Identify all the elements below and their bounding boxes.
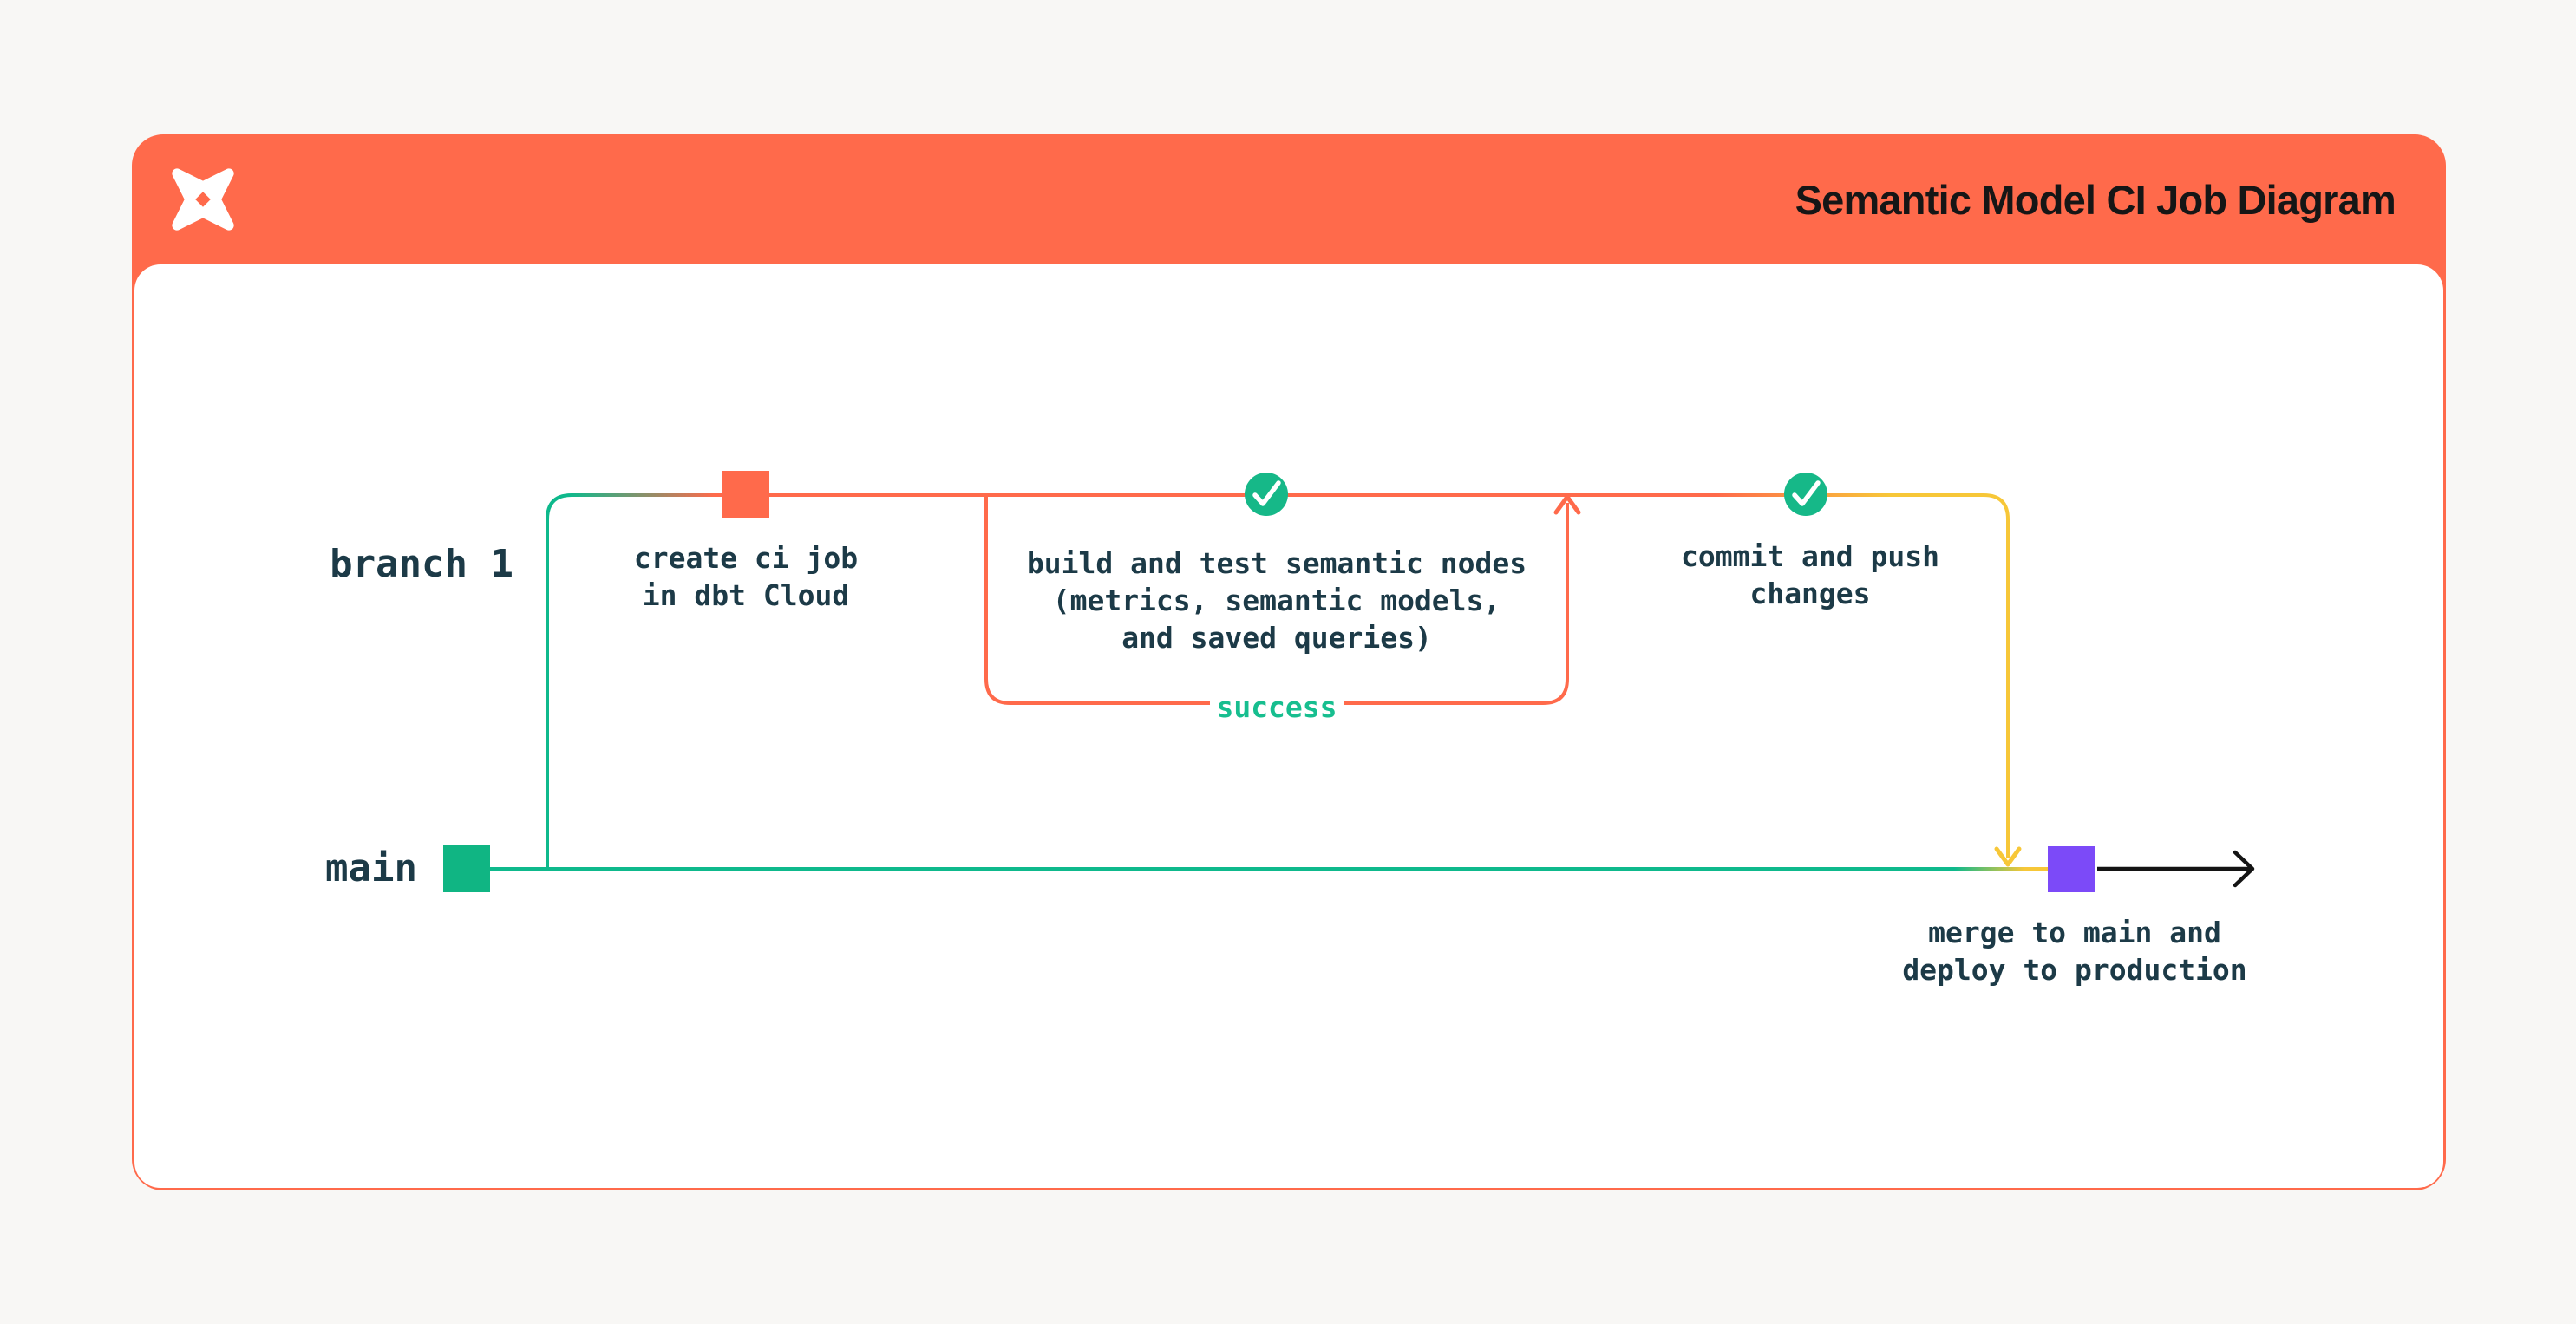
production-arrowhead-icon — [2233, 850, 2255, 888]
merge-deploy-label: merge to main and deploy to production — [1902, 916, 2247, 987]
main-label: main — [325, 846, 417, 890]
create-ci-job-node — [722, 471, 769, 518]
commit-push-label: commit and push changes — [1680, 539, 1939, 610]
build-test-label: build and test semantic nodes (metrics, … — [1026, 546, 1527, 655]
card-header: Semantic Model CI Job Diagram — [132, 134, 2446, 264]
create-ci-job-label: create ci job in dbt Cloud — [633, 541, 859, 612]
retry-up-arrow-icon — [1553, 494, 1581, 515]
dbt-logo-icon — [172, 168, 234, 231]
diagram-card: Semantic Model CI Job Diagram — [132, 134, 2446, 1190]
page-title: Semantic Model CI Job Diagram — [1795, 176, 2396, 223]
merge-node — [2048, 846, 2095, 892]
success-loop-left — [984, 497, 1210, 705]
main-start-node — [443, 845, 490, 892]
merge-down-arrow-icon — [1994, 846, 2022, 867]
commit-check-icon — [1784, 473, 1827, 516]
branch-1-label: branch 1 — [330, 542, 513, 586]
success-label: success — [1216, 690, 1337, 724]
build-test-check-icon — [1245, 473, 1288, 516]
card-body — [134, 264, 2443, 1188]
success-loop-right — [1344, 503, 1569, 705]
dbt-logo-diamond — [195, 192, 211, 207]
